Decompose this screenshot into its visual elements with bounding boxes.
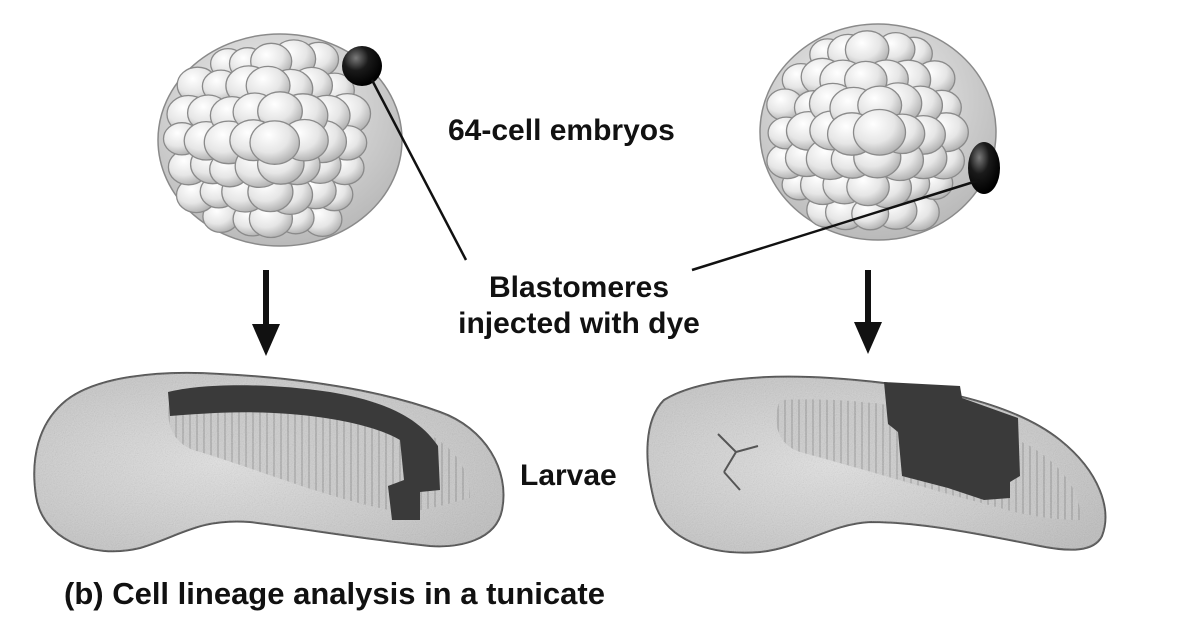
embryo-label: 64-cell embryos	[448, 113, 675, 149]
larvae-label: Larvae	[520, 458, 617, 494]
embryo-right	[760, 24, 1000, 240]
arrow-down-right-icon	[854, 270, 882, 354]
blastomere-cell	[854, 110, 906, 156]
dyed-blastomere-right	[968, 142, 1000, 194]
blastomere-cell	[250, 121, 299, 164]
blastomeres-label: Blastomeres injected with dye	[434, 270, 724, 342]
embryo-left	[158, 34, 402, 246]
larva-left	[34, 373, 503, 551]
blastomeres-label-line2: injected with dye	[434, 306, 724, 342]
larva-right	[647, 377, 1105, 553]
figure-caption: (b) Cell lineage analysis in a tunicate	[64, 576, 605, 612]
blastomeres-label-line1: Blastomeres	[434, 270, 724, 306]
dyed-blastomere-left	[342, 46, 382, 86]
arrow-down-left-icon	[252, 270, 280, 356]
